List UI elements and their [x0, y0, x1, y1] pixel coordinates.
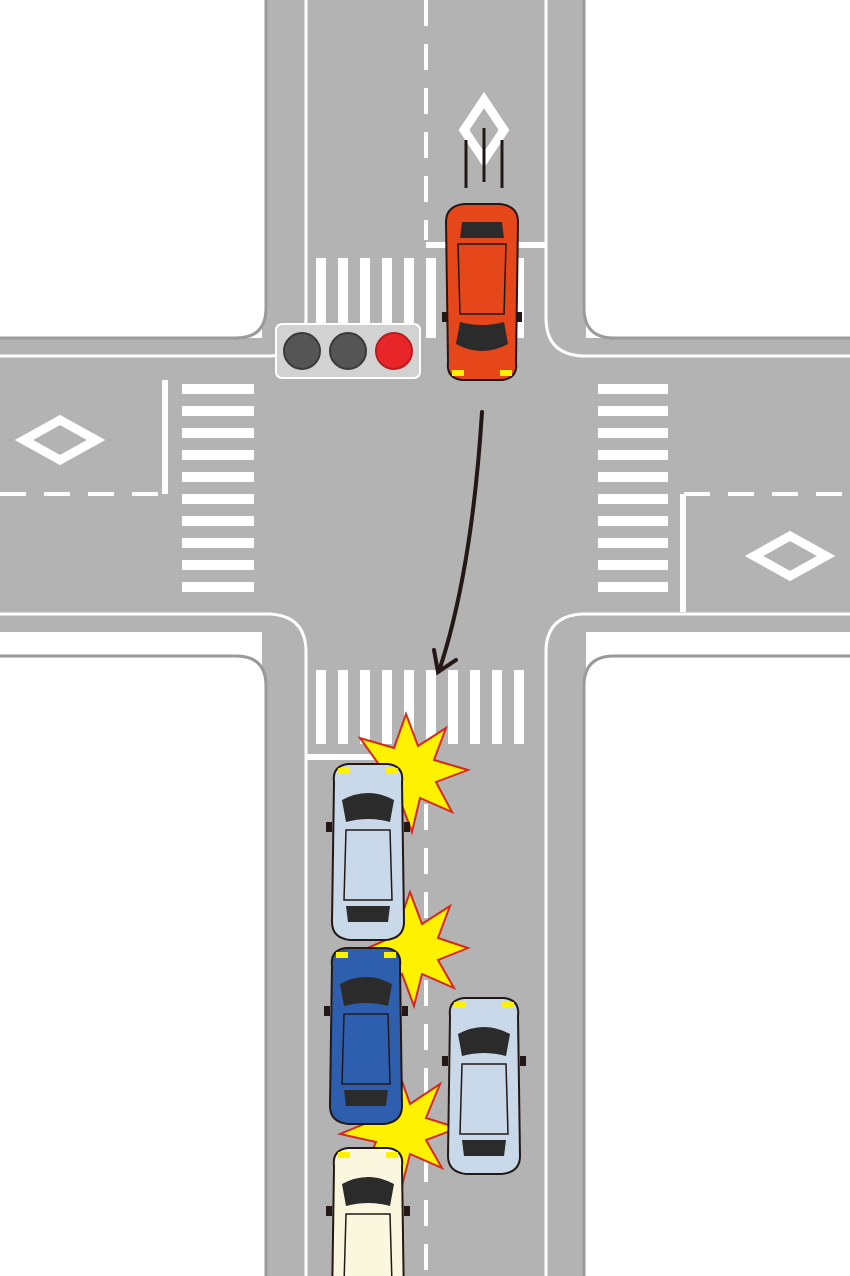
sidewalk-top-left [0, 0, 268, 340]
red-lamp [375, 332, 413, 370]
crosswalk-west [182, 384, 254, 592]
sidewalk-bottom-left [0, 654, 268, 1276]
impact-starburst-1 [344, 711, 472, 836]
sidewalk-bottom-right [582, 654, 850, 1276]
cream-car [326, 1147, 410, 1276]
trajectory-arrow [432, 410, 484, 676]
sidewalk-top-right [582, 0, 850, 340]
green-lamp [283, 332, 321, 370]
traffic-light [275, 323, 421, 379]
motion-lines [464, 128, 504, 188]
yellow-lamp [329, 332, 367, 370]
crosswalk-south [316, 670, 524, 744]
diamond-marking-east [744, 530, 836, 582]
crosswalk-east [598, 384, 668, 592]
light-blue-car-right [442, 997, 526, 1175]
light-blue-car-front [326, 763, 410, 941]
blue-car [324, 947, 408, 1125]
diamond-marking-west [14, 414, 106, 466]
red-car [442, 203, 522, 381]
